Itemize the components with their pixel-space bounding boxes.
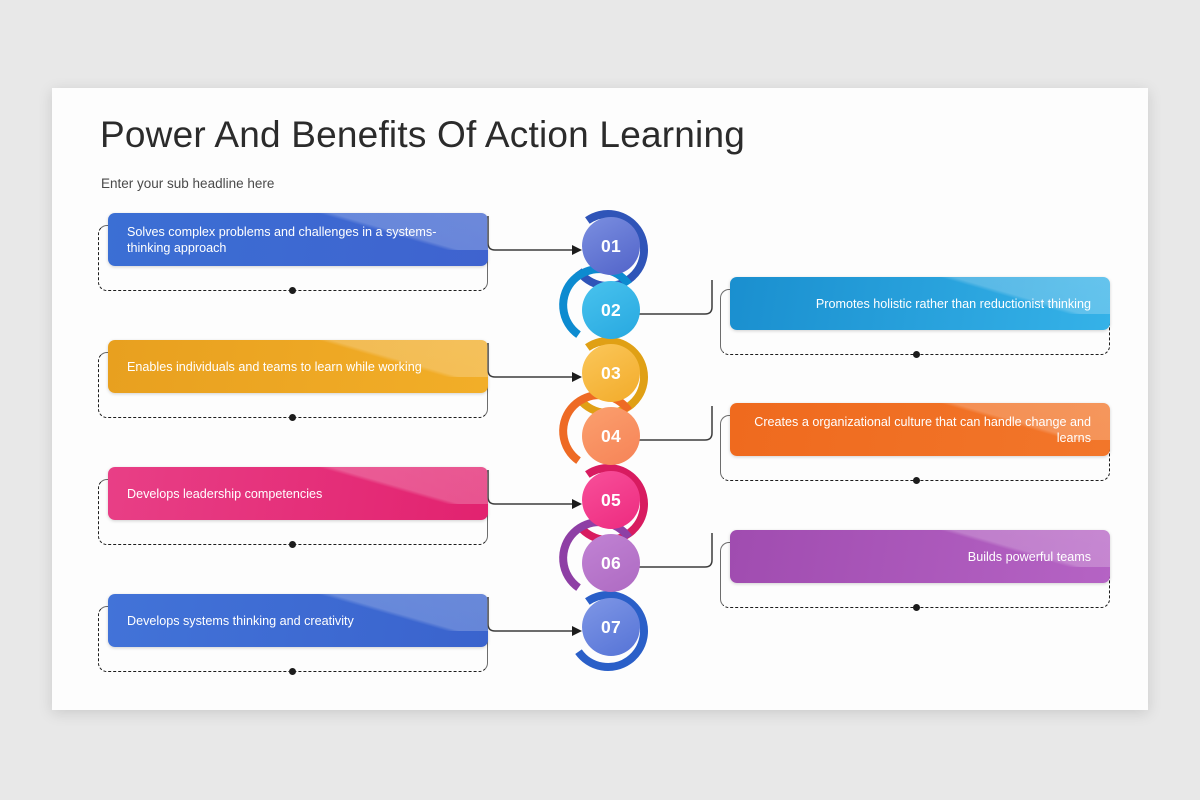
step-number-badge-04: 04 [582,407,640,465]
step-number-badge-06: 06 [582,534,640,592]
step-number-badge-03: 03 [582,344,640,402]
step-node-04[interactable]: 04 [548,392,668,488]
outline-dot-marker [289,414,296,422]
step-label-02: Promotes holistic rather than reductioni… [815,296,1091,311]
page-title: Power And Benefits Of Action Learning [100,114,746,155]
step-node-02[interactable]: 02 [548,266,668,362]
step-node-01[interactable]: 01 [548,202,668,298]
step-bar-04[interactable]: Creates a organizational culture that ca… [730,403,1110,456]
step-number-badge-02: 02 [582,281,640,339]
outline-dot-marker [289,541,296,549]
step-bar-07[interactable]: Develops systems thinking and creativity [108,594,488,647]
outline-dot-marker [289,287,296,295]
step-label-03: Enables individuals and teams to learn w… [127,359,422,374]
step-label-05: Develops leadership competencies [127,486,323,501]
step-bar-01[interactable]: Solves complex problems and challenges i… [108,213,488,266]
outline-dot-marker [913,351,920,359]
step-node-07[interactable]: 07 [548,583,668,679]
step-number-badge-07: 07 [582,598,640,656]
step-node-03[interactable]: 03 [548,329,668,425]
step-node-05[interactable]: 05 [548,456,668,552]
slide-canvas: Power And Benefits Of Action Learning En… [52,88,1148,710]
outline-dot-marker [913,604,920,612]
step-label-06: Builds powerful teams [967,549,1091,564]
step-bar-05[interactable]: Develops leadership competencies [108,467,488,520]
outline-dot-marker [913,477,920,485]
step-node-06[interactable]: 06 [548,519,668,615]
action-learning-infographic: Solves complex problems and challenges i… [52,88,1148,710]
step-number-badge-01: 01 [582,217,640,275]
step-arc-07 [575,591,648,671]
step-bar-06[interactable]: Builds powerful teams [730,530,1110,583]
outline-dot-marker [289,668,296,676]
step-bar-03[interactable]: Enables individuals and teams to learn w… [108,340,488,393]
step-label-01: Solves complex problems and challenges i… [127,224,437,255]
step-label-04: Creates a organizational culture that ca… [754,414,1091,445]
page-subtitle: Enter your sub headline here [101,176,275,191]
step-label-07: Develops systems thinking and creativity [127,613,354,628]
step-number-badge-05: 05 [582,471,640,529]
step-bar-02[interactable]: Promotes holistic rather than reductioni… [730,277,1110,330]
